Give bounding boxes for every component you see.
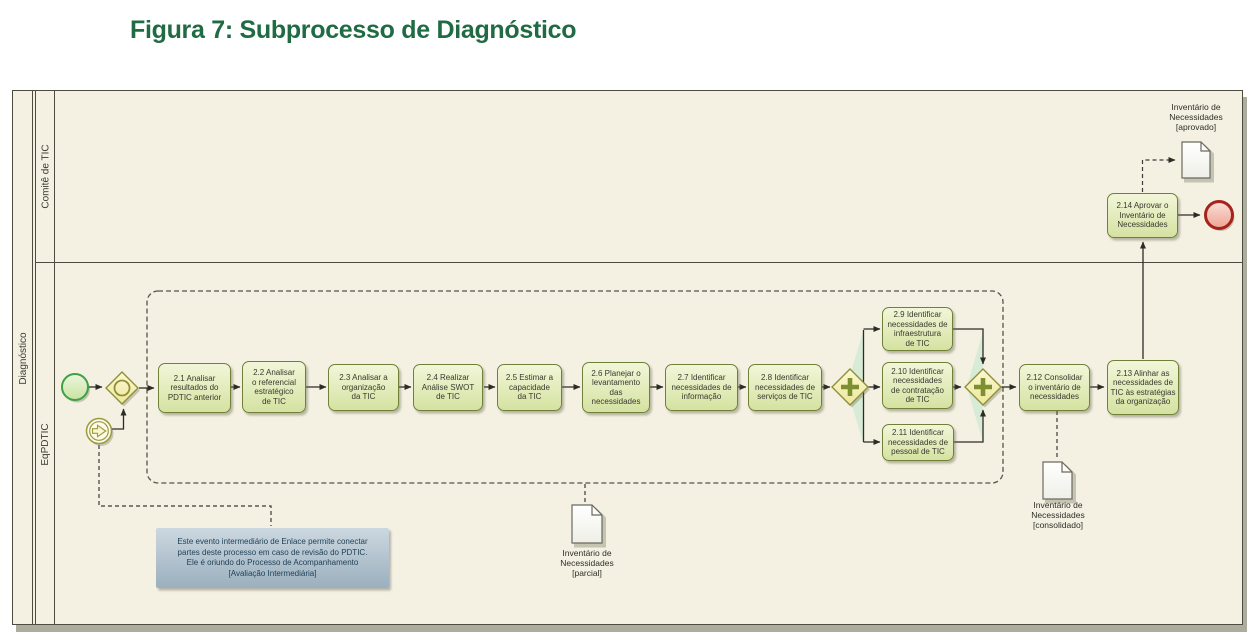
link-intermediate-event-icon bbox=[85, 417, 113, 445]
task-2-5: 2.5 Estimar a capacidade da TIC bbox=[497, 364, 562, 411]
task-2-3: 2.3 Analisar a organização da TIC bbox=[328, 364, 399, 411]
task-2-6: 2.6 Planejar o levantamento das necessid… bbox=[582, 362, 650, 413]
inclusive-gateway-icon bbox=[105, 371, 139, 405]
task-2-13: 2.13 Alinhar as necessidades de TIC às e… bbox=[1107, 360, 1179, 415]
end-event-icon bbox=[1204, 200, 1234, 230]
document-parcial-icon bbox=[571, 504, 603, 544]
start-event-icon bbox=[61, 373, 89, 401]
assoc-link-to-annotation bbox=[98, 445, 272, 526]
task-2-14: 2.14 Aprovar o Inventário de Necessidade… bbox=[1107, 193, 1178, 238]
annotation-note: Este evento intermediário de Enlace perm… bbox=[156, 528, 389, 588]
task-2-9: 2.9 Identificar necessidades de infraest… bbox=[882, 307, 953, 351]
parallel-join-gateway-icon bbox=[964, 368, 1002, 406]
pool-label-column: Diagnóstico bbox=[13, 91, 33, 624]
doc-label-consolidado: Inventário de Necessidades [consolidado] bbox=[1031, 500, 1085, 530]
document-icons bbox=[571, 141, 1211, 544]
assoc-2-14-to-doc-aprovado bbox=[1141, 157, 1176, 192]
task-2-2: 2.2 Analisar o referencial estratégico d… bbox=[242, 361, 306, 413]
task-2-7: 2.7 Identificar necessidades de informaç… bbox=[665, 364, 738, 411]
parallel-split-gateway-icon bbox=[831, 368, 869, 406]
flow-link-to-gateway bbox=[110, 408, 127, 430]
task-2-4: 2.4 Realizar Análise SWOT de TIC bbox=[413, 364, 483, 411]
lane-label-column bbox=[35, 91, 55, 624]
task-2-10: 2.10 Identificar necessidades de contrat… bbox=[882, 362, 953, 409]
figure-title: Figura 7: Subprocesso de Diagnóstico bbox=[130, 16, 577, 44]
task-2-12: 2.12 Consolidar o inventário de necessid… bbox=[1019, 364, 1090, 411]
associations bbox=[98, 157, 1176, 526]
task-2-8: 2.8 Identificar necessidades de serviços… bbox=[748, 364, 822, 411]
lane-divider bbox=[35, 262, 1242, 263]
doc-label-aprovado: Inventário de Necessidades [aprovado] bbox=[1169, 102, 1223, 132]
document-consolidado-icon bbox=[1042, 461, 1073, 500]
task-2-11: 2.11 Identificar necessidades de pessoal… bbox=[882, 424, 954, 461]
doc-label-parcial: Inventário de Necessidades [parcial] bbox=[560, 548, 614, 578]
task-2-1: 2.1 Analisar resultados do PDTIC anterio… bbox=[158, 363, 231, 413]
document-aprovado-icon bbox=[1181, 141, 1211, 179]
